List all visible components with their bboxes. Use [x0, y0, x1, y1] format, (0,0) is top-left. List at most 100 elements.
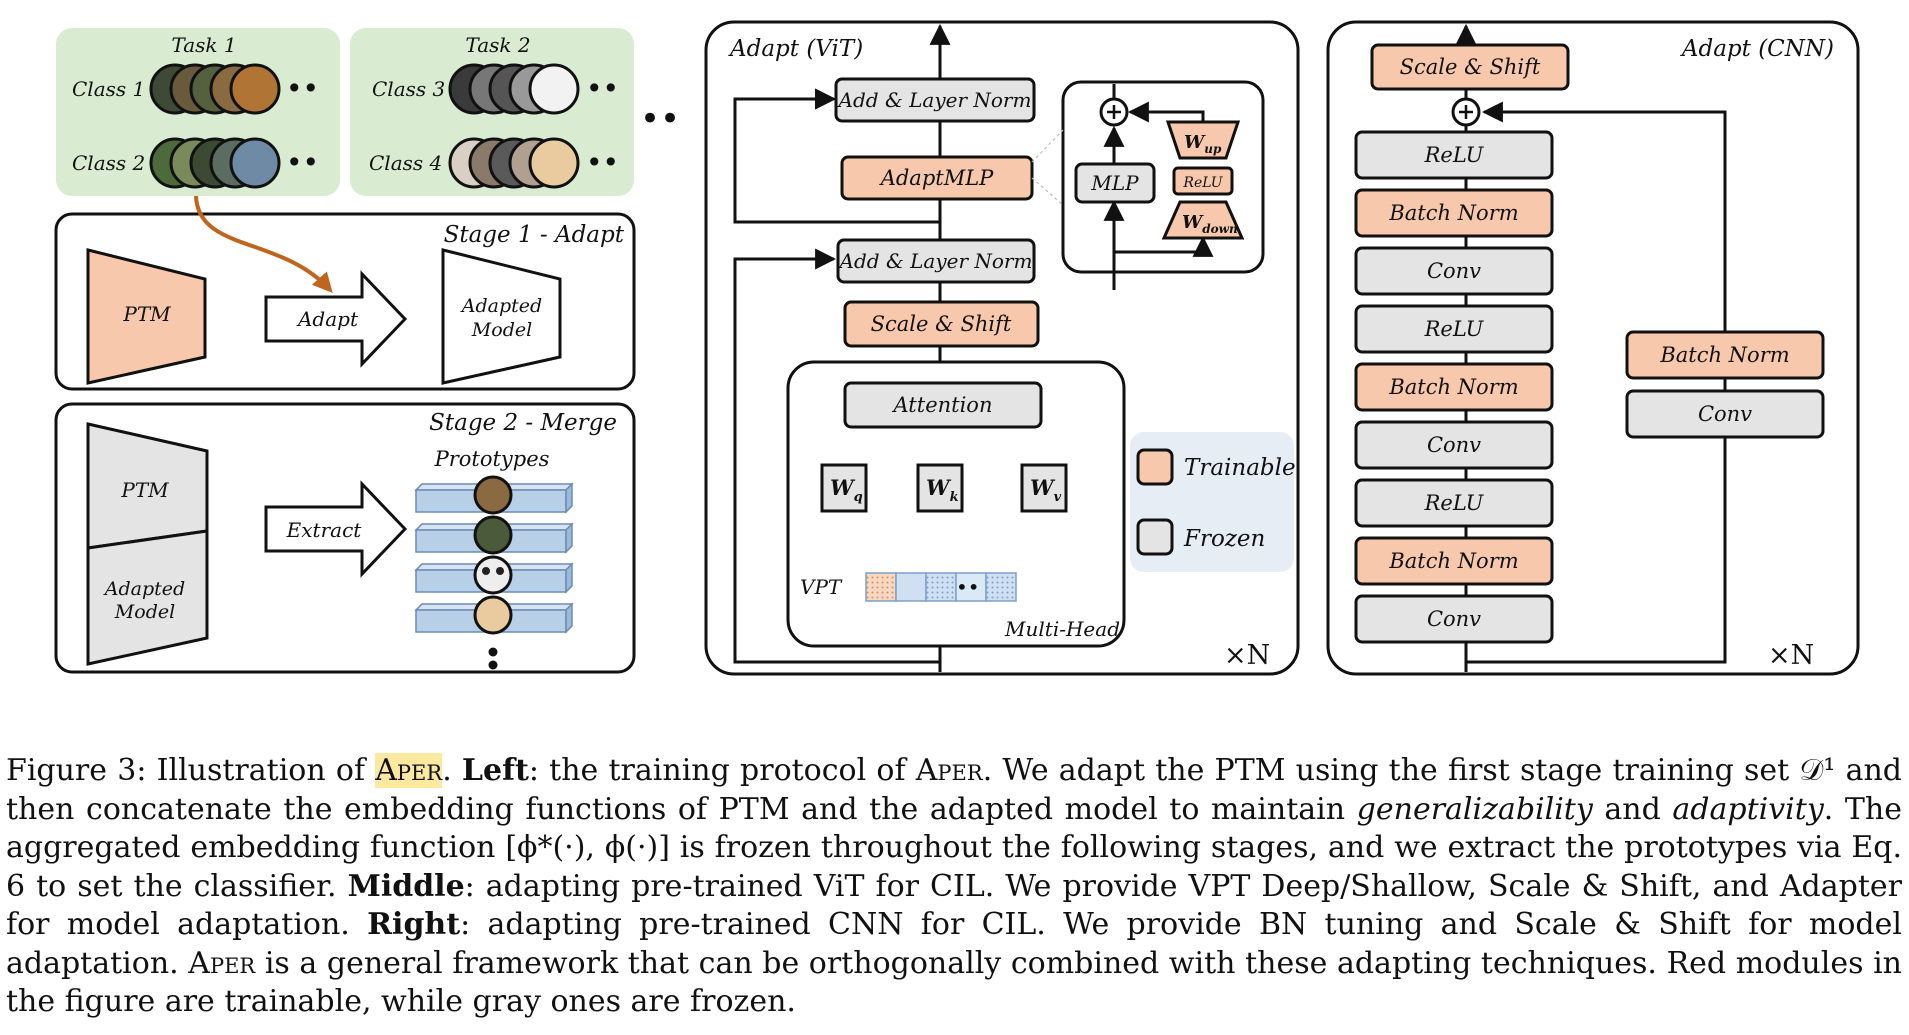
cnn-side-conv — [1625, 389, 1825, 439]
legend-trainable-label: Trainable — [1184, 455, 1296, 481]
cnn-conv-box — [1354, 594, 1554, 644]
caption-text: is a general framework that can be ortho… — [6, 945, 1903, 1020]
svg-text:Wq: Wq — [830, 475, 863, 505]
caption-text: : adapting pre-trained ViT for CIL. We p… — [6, 868, 1902, 943]
adapter-w-up — [1165, 120, 1241, 160]
task-panel-1: Task 1 Class 1 Class 2 •• •• — [56, 28, 340, 196]
caption-aper: Aper — [188, 945, 256, 981]
class-2-label: Class 2 — [72, 151, 145, 175]
cnn-relu-label: ReLU — [1424, 143, 1485, 167]
task-panel-2: Task 2 Class 3 Class 4 •• •• — [350, 28, 634, 196]
legend-frozen-swatch — [1136, 518, 1174, 556]
figure-diagram: Task 1 Class 1 Class 2 •• •• Task 2 Clas… — [54, 20, 1860, 676]
cnn-batch-norm-label: Batch Norm — [1388, 201, 1518, 225]
vit-wv-label: W — [1030, 475, 1056, 500]
vit-wv — [1020, 463, 1068, 513]
legend: Trainable Frozen — [1130, 432, 1296, 572]
vit-wq — [820, 463, 868, 513]
svg-text:Wk: Wk — [926, 475, 959, 505]
cnn-relu-label: ReLU — [1424, 491, 1485, 515]
caption-left-label: Left — [461, 753, 529, 788]
stage-1-adapt-arrow — [264, 270, 408, 368]
cnn-relu-box — [1354, 130, 1554, 180]
vit-wk — [916, 463, 964, 513]
stage-1-title: Stage 1 - Adapt — [444, 222, 625, 248]
prototype-bar — [414, 555, 574, 595]
class-4-images — [448, 137, 580, 189]
stage-1-ptm-label: PTM — [122, 302, 171, 326]
adapter-w-down-label: W — [1182, 212, 1204, 233]
prototype-bar — [414, 595, 574, 635]
vit-add-norm-top-label: Add & Layer Norm — [837, 88, 1032, 112]
caption-text: . The aggregated embedding function [ϕ*(… — [6, 791, 1903, 904]
cnn-scale-shift — [1370, 43, 1570, 91]
prototype-more-dot — [488, 647, 498, 657]
cnn-conv-label: Conv — [1427, 433, 1481, 457]
prototype-image — [473, 515, 513, 555]
cnn-batch-norm-box — [1354, 536, 1554, 586]
caption-aper: Aper — [915, 753, 983, 788]
caption-adaptivity: adaptivity — [1672, 791, 1824, 827]
svg-text:Wup: Wup — [1184, 132, 1222, 156]
vit-attention — [843, 381, 1043, 429]
task-2-title: Task 2 — [465, 33, 530, 57]
vit-wq-sub: q — [854, 490, 863, 505]
vit-wq-label: W — [830, 475, 856, 500]
class-2-more: •• — [286, 146, 319, 179]
prototype-bar — [414, 515, 574, 555]
vit-wk-label: W — [926, 475, 952, 500]
adapter-w-up-sub: up — [1204, 142, 1222, 156]
adapter-w-down — [1161, 200, 1245, 240]
cnn-relu-label: ReLU — [1424, 317, 1485, 341]
vit-wv-sub: v — [1054, 490, 1062, 505]
prototype-list — [414, 475, 574, 670]
vit-add-norm-bottom-label: Add & Layer Norm — [838, 249, 1033, 273]
class-1-images — [149, 63, 281, 115]
cnn-title: Adapt (CNN) — [1680, 36, 1834, 62]
cnn-batch-norm-box — [1354, 188, 1554, 238]
prototype-image — [473, 475, 513, 515]
caption-right-label: Right — [367, 907, 461, 942]
stage-2-adapted-label-2: Model — [114, 601, 175, 623]
class-3-more: •• — [586, 72, 619, 105]
vit-title: Adapt (ViT) — [728, 36, 863, 62]
vpt-ellipsis: •• — [956, 575, 980, 599]
caption-figure-label: Figure 3: — [6, 753, 147, 788]
vit-scale-shift-label: Scale & Shift — [871, 312, 1012, 336]
prototype-bar — [414, 475, 574, 515]
cnn-scale-shift-label: Scale & Shift — [1400, 55, 1541, 79]
class-2-images — [149, 137, 281, 189]
caption-text: . — [442, 753, 462, 788]
cnn-relu-box — [1354, 478, 1554, 528]
stage-1-adapt: Stage 1 - Adapt PTM Adapt Adapted Model — [54, 195, 636, 391]
class-1-more: •• — [286, 72, 319, 105]
legend-trainable-swatch — [1136, 448, 1174, 486]
prototype-image — [473, 555, 513, 595]
cnn-conv-box — [1354, 246, 1554, 296]
stage-1-adapted-model-shape — [441, 248, 562, 385]
cnn-side-conv-label: Conv — [1698, 402, 1752, 426]
caption-aper-highlight: Aper — [375, 753, 443, 788]
vpt-label: VPT — [800, 575, 843, 599]
class-4-more: •• — [586, 146, 619, 179]
cnn-relu-box — [1354, 304, 1554, 354]
vit-wk-sub: k — [950, 490, 959, 505]
cnn-conv-label: Conv — [1427, 607, 1481, 631]
stage-1-adapted-label-2: Model — [471, 319, 532, 341]
cnn-conv-label: Conv — [1427, 259, 1481, 283]
adapter-w-up-label: W — [1184, 132, 1206, 153]
adapter-relu — [1172, 166, 1234, 196]
adapt-flow-arrow — [194, 195, 333, 293]
cnn-side-batch-norm-label: Batch Norm — [1659, 343, 1789, 367]
vpt-tokens — [865, 572, 1017, 602]
cnn-batch-norm-box — [1354, 362, 1554, 412]
cnn-conv-box — [1354, 420, 1554, 470]
caption-text: : adapting pre-trained CNN for CIL. We p… — [6, 907, 1902, 981]
caption-middle-label: Middle — [347, 868, 465, 904]
more-tasks: •• — [640, 99, 680, 139]
cnn-batch-norm-label: Batch Norm — [1388, 375, 1518, 399]
svg-text:Wv: Wv — [1030, 475, 1062, 505]
stage-2-ptm-label: PTM — [120, 478, 169, 502]
